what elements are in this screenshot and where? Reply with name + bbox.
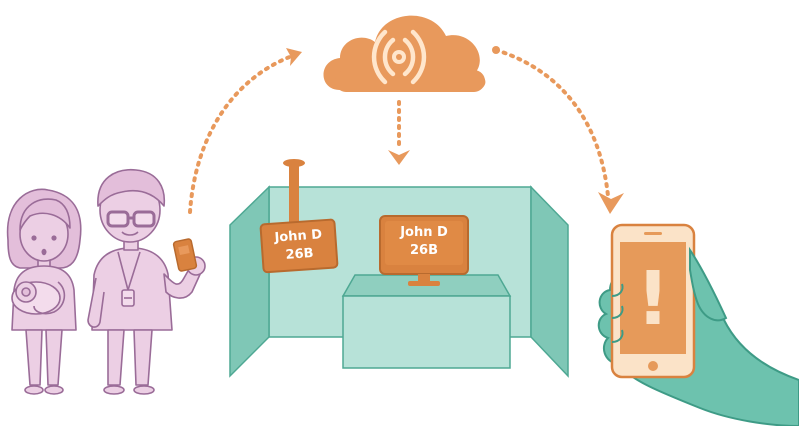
cloud-to-phone-arrow — [492, 46, 624, 214]
phone-alert-symbol: ! — [636, 256, 670, 342]
patient-room — [229, 185, 569, 378]
cloud-to-room-arrow — [388, 100, 410, 165]
hanging-sign-name: John D — [273, 227, 323, 245]
bed-cabinet — [341, 274, 512, 369]
nurse-with-tag — [87, 168, 206, 395]
tag-to-cloud-arrow — [188, 48, 302, 214]
hand-holding-phone: ! — [597, 223, 799, 428]
rfid-tag-icon — [172, 238, 198, 272]
monitor-display: John D 26B — [379, 215, 469, 286]
hanging-sign-room: 26B — [285, 246, 314, 263]
monitor-sign-room: 26B — [410, 243, 438, 258]
hanging-name-sign: John D 26B — [259, 159, 339, 274]
cloud-signal-icon — [323, 15, 486, 92]
monitor-sign-name: John D — [399, 225, 448, 240]
mother-with-baby — [6, 188, 82, 395]
